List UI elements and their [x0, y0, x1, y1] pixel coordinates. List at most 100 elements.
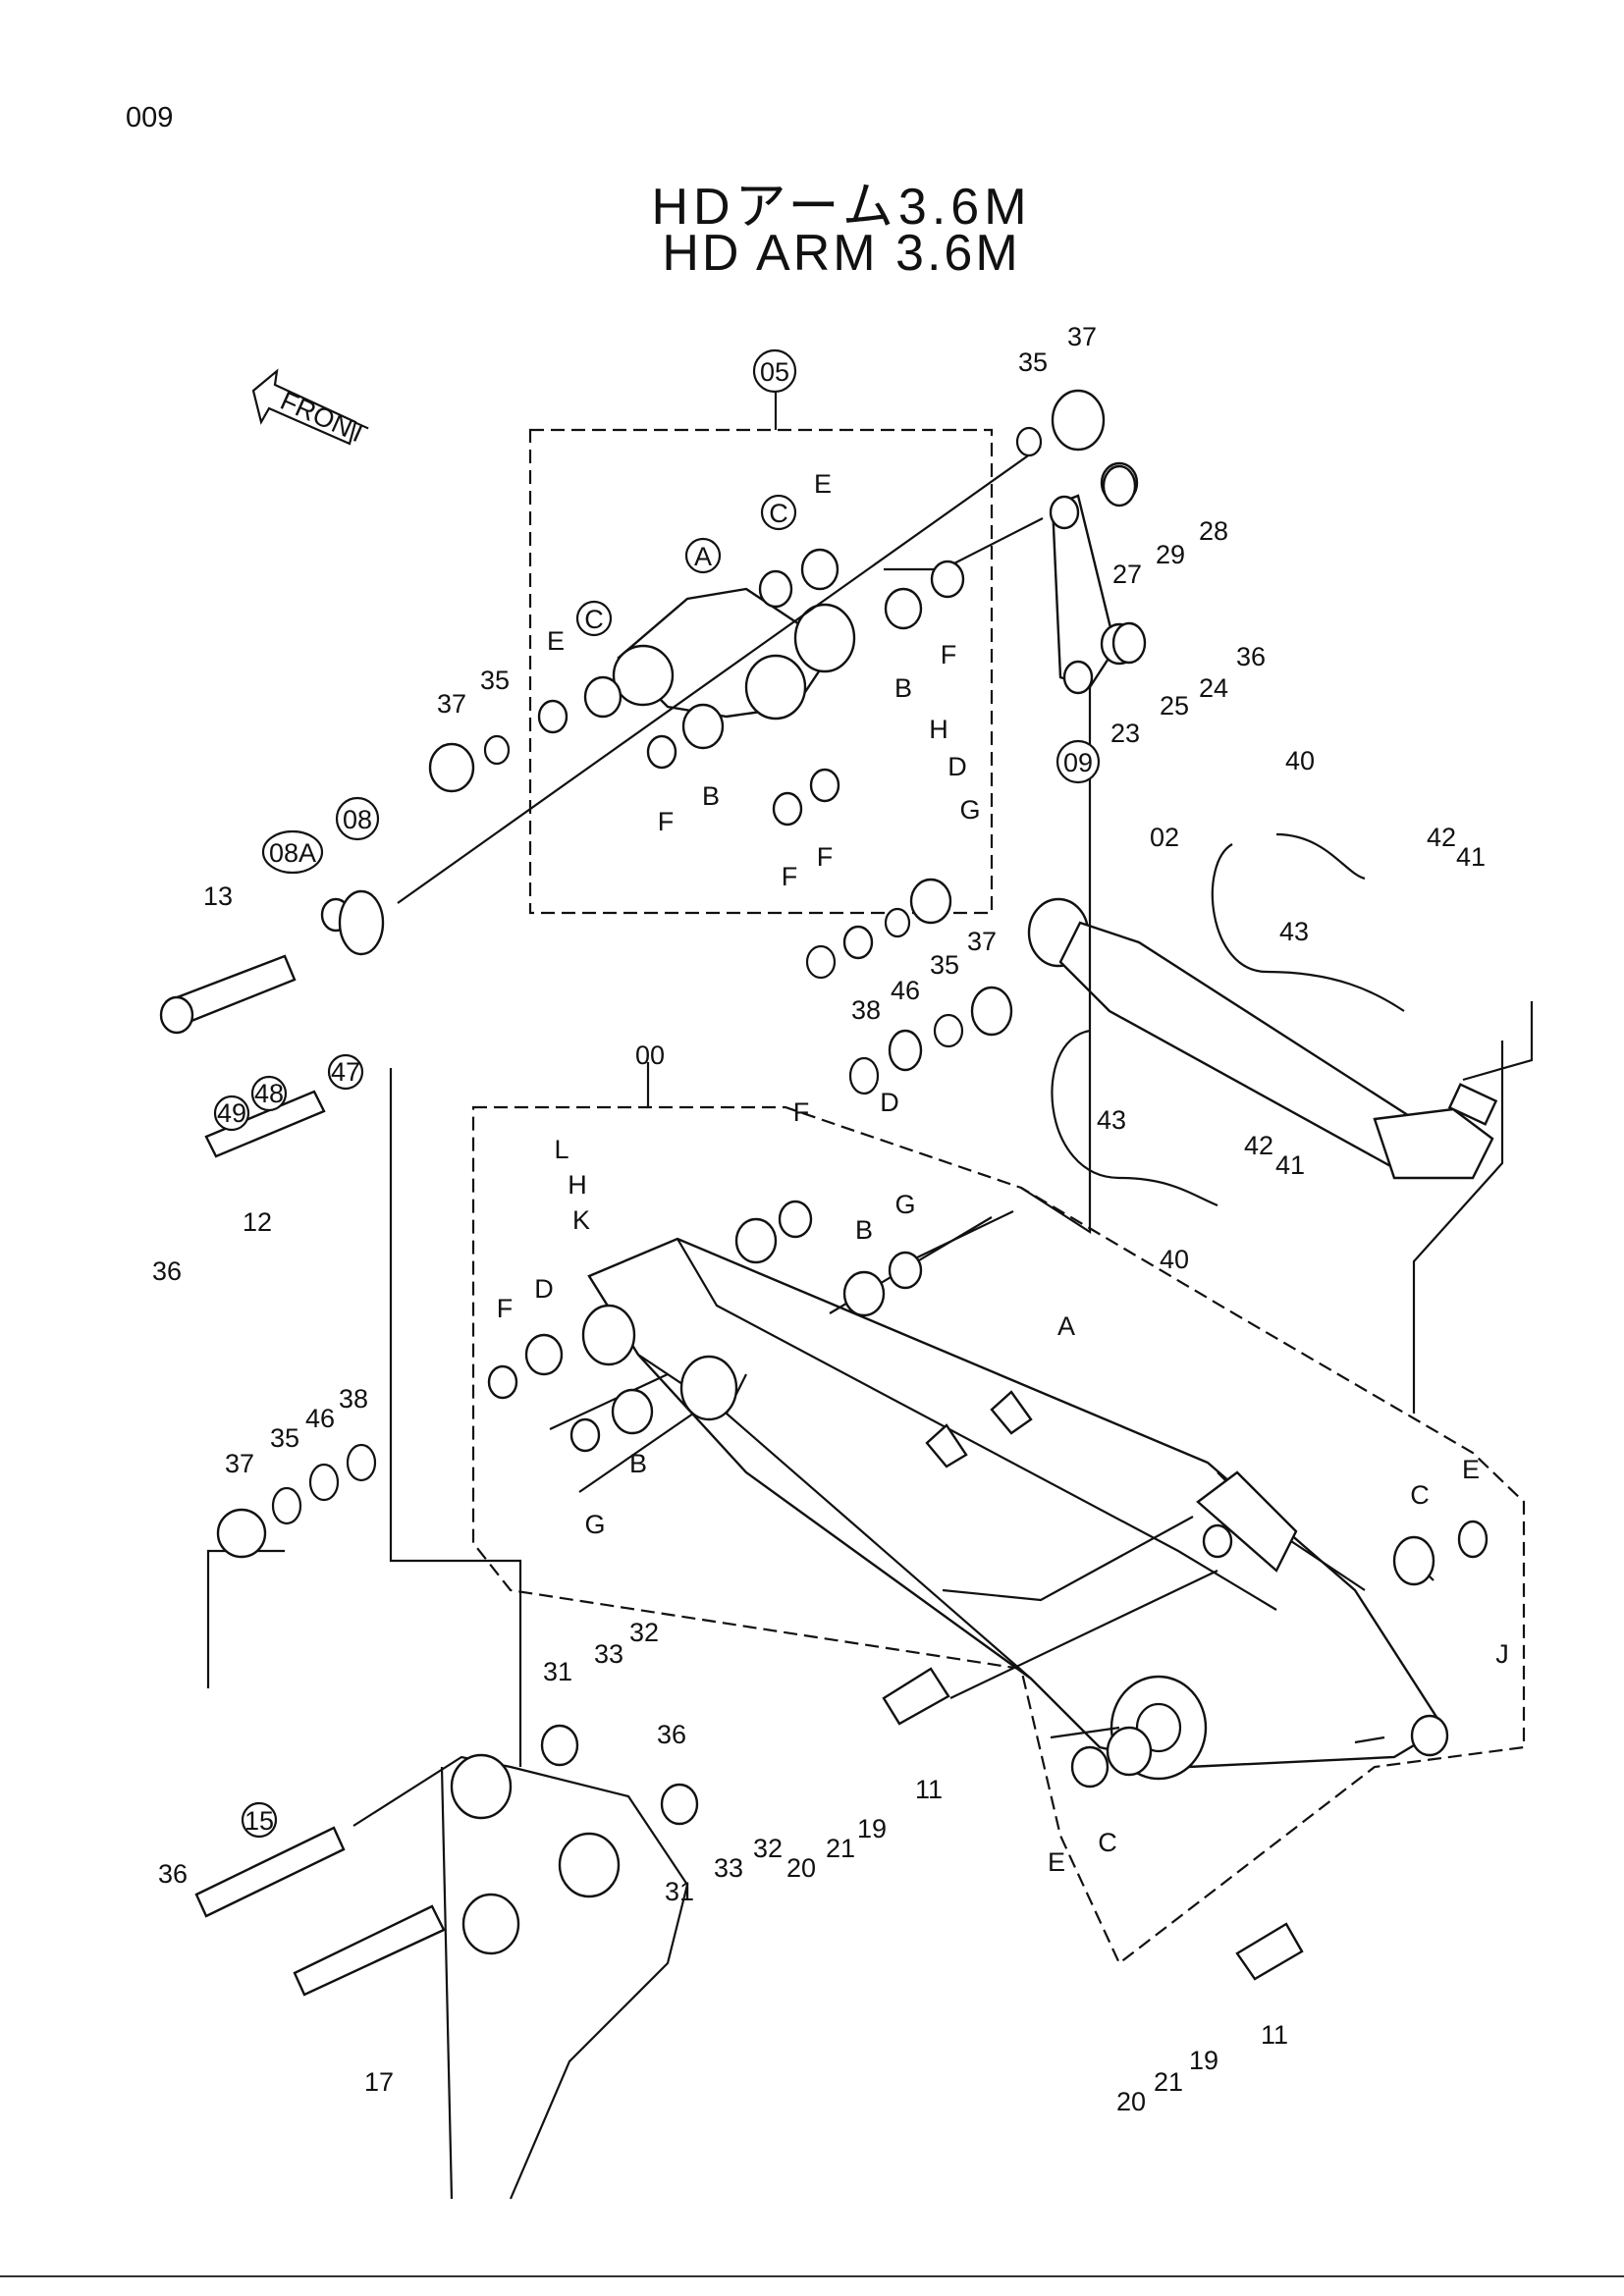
label-35-upper-left: 35	[480, 666, 510, 695]
small-parts	[216, 389, 1489, 1826]
label-11-upper: 11	[915, 1775, 943, 1804]
label-23: 23	[1110, 719, 1140, 748]
label-43-top: 43	[1279, 917, 1309, 946]
label-43-bottom: 43	[1097, 1105, 1126, 1135]
label-37-upper-left: 37	[437, 689, 466, 719]
callout-label-15: 15	[244, 1806, 274, 1836]
pin-11-upper	[882, 1667, 950, 1726]
callout-label-c-left: C	[584, 605, 604, 634]
callout-49: 49	[213, 1095, 250, 1132]
label-46-middle: 46	[891, 976, 920, 1005]
callout-a: A	[684, 537, 722, 574]
callout-48: 48	[250, 1075, 288, 1112]
label-f-5: F	[497, 1294, 514, 1323]
page-bottom-rule	[0, 2275, 1624, 2277]
label-19-lower: 19	[1189, 2046, 1218, 2075]
callout-label-a: A	[694, 542, 712, 571]
label-g-1: G	[959, 795, 980, 825]
label-e-1: E	[814, 469, 832, 499]
label-12: 12	[243, 1207, 272, 1237]
label-32-lower: 32	[753, 1834, 783, 1863]
label-24: 24	[1199, 673, 1228, 703]
label-02: 02	[1150, 823, 1179, 852]
label-c-right: C	[1410, 1480, 1430, 1510]
label-27: 27	[1112, 560, 1142, 589]
callout-08: 08	[335, 796, 380, 841]
bucket-link	[1049, 494, 1117, 695]
label-b-1: B	[894, 673, 912, 703]
label-b-3: B	[855, 1215, 873, 1245]
label-33-lower: 33	[714, 1853, 743, 1883]
label-17: 17	[364, 2067, 394, 2097]
label-f-6: F	[793, 1097, 810, 1127]
label-36-bottom-left: 36	[158, 1859, 188, 1889]
callout-label-08a: 08A	[269, 838, 316, 868]
callout-label-c-upper: C	[769, 499, 788, 528]
front-arrow-icon: FRONT	[251, 368, 371, 450]
hose-lower	[1051, 1029, 1218, 1207]
label-a: A	[1057, 1311, 1075, 1341]
callout-09: 09	[1056, 739, 1101, 784]
part-labels: 00 02 11 11 12 13 17 19 19 20 20 21 21 2…	[152, 322, 1509, 2116]
label-f-1: F	[941, 640, 957, 669]
label-28: 28	[1199, 516, 1228, 546]
label-40-bottom: 40	[1160, 1245, 1189, 1274]
label-g-3: G	[584, 1510, 605, 1539]
label-37-middle: 37	[967, 927, 997, 956]
bucket-cylinder	[1027, 897, 1498, 1180]
label-36-left: 36	[152, 1256, 182, 1286]
pin-17	[293, 1904, 446, 1997]
callout-47: 47	[327, 1053, 364, 1091]
label-f-4: F	[817, 842, 834, 872]
label-37-top: 37	[1067, 322, 1097, 351]
pin-13	[159, 954, 297, 1035]
label-21-upper: 21	[826, 1834, 855, 1863]
boom-bracket	[352, 1753, 689, 2200]
label-d-3: D	[947, 752, 967, 781]
callout-label-47: 47	[331, 1057, 360, 1087]
callout-c-upper: C	[760, 494, 797, 531]
label-f-3: F	[782, 862, 798, 891]
link-assembly-group-box	[528, 393, 994, 915]
callout-05: 05	[752, 348, 797, 394]
label-36-middle: 36	[657, 1720, 686, 1749]
label-g-2: G	[894, 1190, 915, 1219]
link-assembly-a	[612, 587, 856, 721]
label-29: 29	[1156, 540, 1185, 569]
label-k: K	[572, 1205, 590, 1235]
label-e-2: E	[547, 626, 565, 656]
label-36-right: 36	[1236, 642, 1266, 671]
callout-label-49: 49	[217, 1098, 246, 1128]
callout-c-left: C	[575, 600, 613, 637]
label-d-2: D	[534, 1274, 554, 1304]
label-35-middle: 35	[930, 950, 959, 980]
callout-label-48: 48	[254, 1079, 284, 1108]
label-f-2: F	[658, 807, 675, 836]
label-42-top: 42	[1427, 823, 1456, 852]
label-32-upper: 32	[629, 1618, 659, 1647]
label-e-4: E	[1048, 1847, 1065, 1877]
label-b-2: B	[702, 781, 720, 811]
callout-label-05: 05	[760, 357, 789, 387]
label-b-4: B	[629, 1449, 647, 1478]
pin-15	[194, 1826, 346, 1918]
label-42-bottom: 42	[1244, 1131, 1273, 1160]
arm-assembly-group-box	[471, 1062, 1526, 1965]
label-d-1: D	[880, 1088, 899, 1117]
label-19-upper: 19	[857, 1814, 887, 1843]
label-33-upper: 33	[594, 1639, 623, 1669]
label-20-lower: 20	[1116, 2087, 1146, 2116]
callout-08a: 08A	[261, 829, 324, 875]
callout-15: 15	[241, 1801, 278, 1839]
callout-label-09: 09	[1063, 748, 1093, 777]
label-40-top: 40	[1285, 746, 1315, 775]
label-20-upper: 20	[786, 1853, 816, 1883]
label-31-lower: 31	[665, 1877, 694, 1906]
arm-body	[581, 1237, 1449, 1781]
label-35-lower-left: 35	[270, 1423, 299, 1453]
label-13: 13	[203, 881, 233, 911]
callout-label-08: 08	[343, 805, 372, 834]
front-arrow-label: FRONT	[276, 386, 371, 450]
label-41-top: 41	[1456, 842, 1486, 872]
